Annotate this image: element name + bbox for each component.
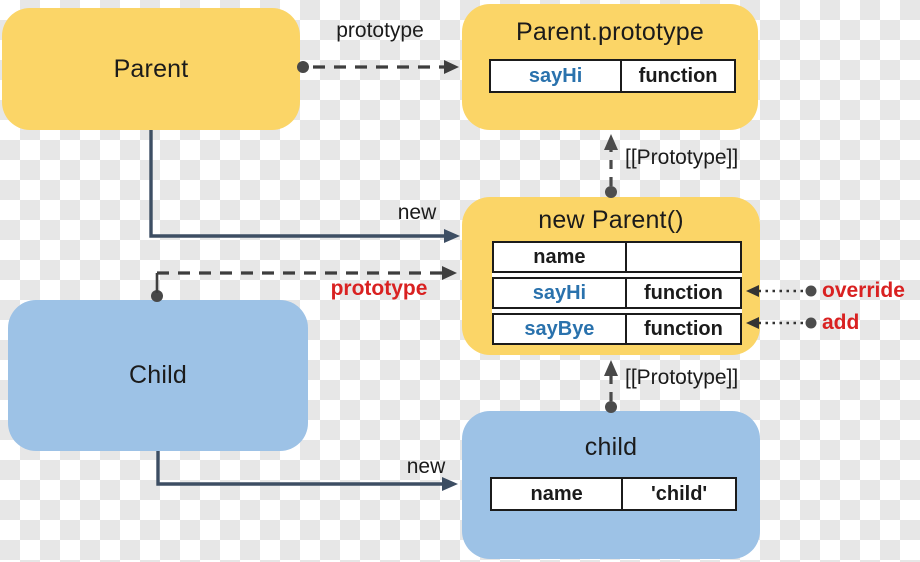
property-row: name 'child' — [490, 477, 737, 511]
edge-parent-to-prototype — [297, 60, 459, 74]
property-key-cell: sayBye — [494, 315, 627, 343]
arrowhead — [604, 134, 618, 150]
node-child-constructor-title: Child — [129, 361, 187, 390]
property-key-cell: name — [494, 243, 627, 271]
edge-proto-link-bottom — [604, 360, 618, 413]
edge-parent-new — [149, 130, 460, 243]
child-instance-table: name 'child' — [490, 477, 737, 511]
connection-dot — [805, 317, 817, 329]
property-key-cell: sayHi — [494, 279, 627, 307]
node-parent-prototype: Parent.prototype sayHi function — [462, 4, 758, 130]
label-new-bottom: new — [406, 455, 446, 478]
property-value-cell: 'child' — [651, 482, 708, 505]
node-new-parent: new Parent() name sayHi function sayBye … — [462, 197, 760, 355]
property-key-cell: name — [492, 479, 624, 509]
arrowhead — [444, 60, 459, 74]
node-new-parent-title: new Parent() — [538, 206, 684, 234]
node-child-constructor: Child — [8, 300, 308, 451]
node-parent-title: Parent — [113, 54, 189, 83]
label-override: override — [822, 279, 905, 302]
label-new-top: new — [397, 201, 437, 224]
property-row: sayHi function — [489, 59, 736, 93]
property-key-cell: sayHi — [491, 61, 623, 91]
property-value-cell: function — [643, 317, 723, 340]
arrowhead — [442, 477, 458, 491]
label-proto-link-top: [[Prototype]] — [625, 146, 739, 169]
node-parent-prototype-title: Parent.prototype — [515, 18, 705, 46]
property-row: name — [492, 241, 742, 273]
new-parent-table: name sayHi function sayBye function — [492, 241, 742, 345]
parent-prototype-table: sayHi function — [489, 59, 736, 93]
edge-proto-link-top — [604, 134, 618, 198]
label-add: add — [822, 311, 860, 334]
arrowhead — [442, 266, 457, 280]
property-row: sayBye function — [492, 313, 742, 345]
property-row: sayHi function — [492, 277, 742, 309]
node-child-instance: child name 'child' — [462, 411, 760, 559]
label-prototype-top: prototype — [336, 19, 424, 42]
arrowhead — [604, 360, 618, 376]
property-value-cell — [627, 243, 740, 271]
node-parent: Parent — [2, 8, 300, 130]
node-child-instance-title: child — [584, 433, 638, 461]
property-value-cell: function — [638, 64, 718, 87]
label-prototype-red: prototype — [330, 277, 428, 300]
arrowhead — [444, 229, 460, 243]
connection-dot — [805, 285, 817, 297]
property-value-cell: function — [643, 281, 723, 304]
label-proto-link-bottom: [[Prototype]] — [625, 366, 739, 389]
